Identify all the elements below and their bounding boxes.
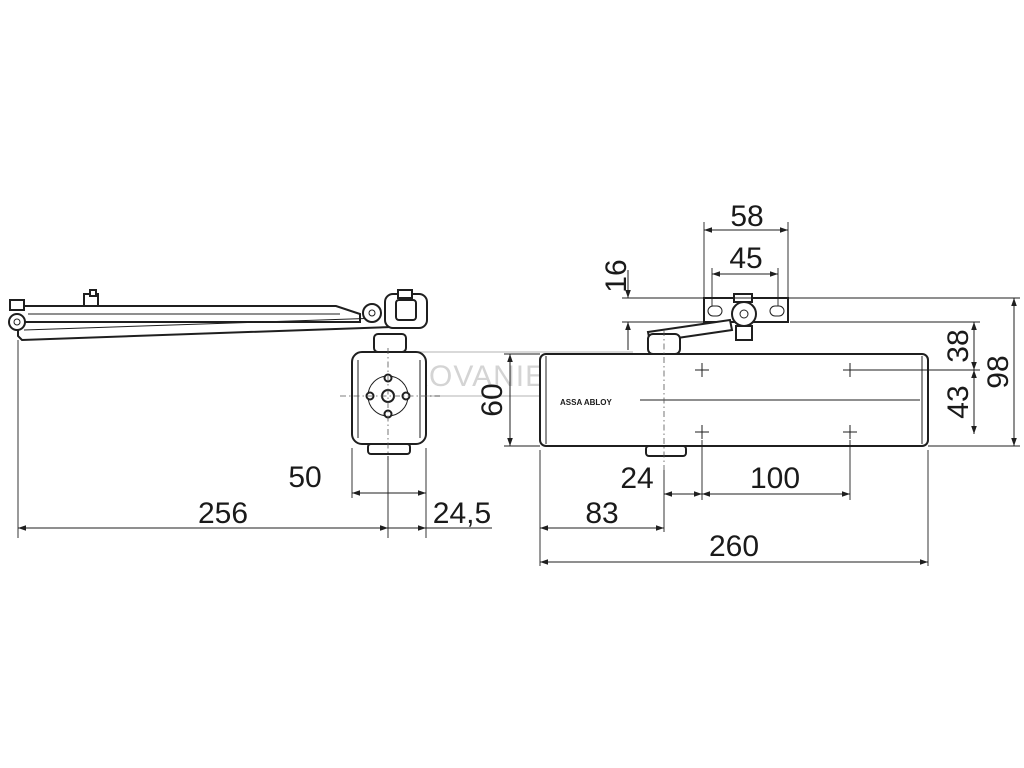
dim-body-depth: 43 <box>942 385 975 418</box>
left-view-arm-side: 50 256 24,5 <box>8 289 492 538</box>
dim-screw-spacing: 100 <box>750 462 800 495</box>
right-view-front: ASSA ABLOY 58 45 16 <box>476 200 1020 566</box>
dim-bracket-width: 50 <box>288 461 321 494</box>
closer-body-end <box>340 348 440 460</box>
watermark-text: KOVANIE <box>408 360 546 393</box>
arm <box>8 289 428 342</box>
closer-body: ASSA ABLOY <box>539 330 929 470</box>
dim-arm-height: 38 <box>942 329 975 362</box>
dim-plate-width: 58 <box>730 200 763 233</box>
dim-hole-spacing: 45 <box>729 242 762 275</box>
dim-offset: 24,5 <box>433 497 491 530</box>
brand-logo: ASSA ABLOY <box>560 398 613 407</box>
dim-total-height: 98 <box>982 355 1015 388</box>
dim-spindle-offset: 24 <box>620 462 653 495</box>
spindle <box>373 333 407 353</box>
dim-plate-offset: 16 <box>600 259 633 292</box>
watermark: KOVANIE <box>399 351 633 397</box>
dim-body-length: 260 <box>709 530 759 563</box>
dim-body-height: 60 <box>476 383 509 416</box>
dim-spindle-from-edge: 83 <box>585 497 618 530</box>
dim-arm-length: 256 <box>198 497 248 530</box>
